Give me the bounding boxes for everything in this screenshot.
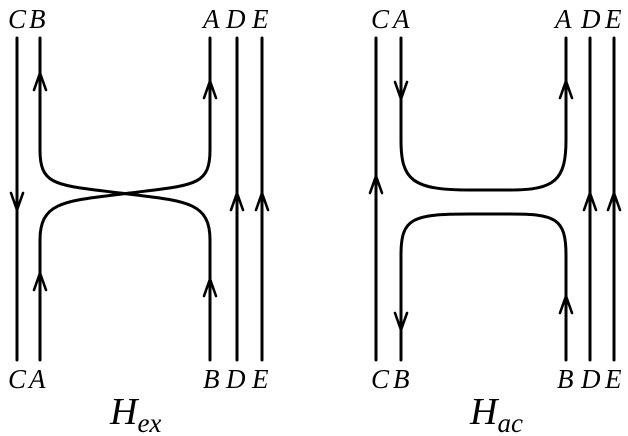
strand-b-cup (399, 212, 568, 362)
bottom-label-b: B (393, 364, 410, 394)
top-label-d: D (225, 4, 246, 34)
diagram-caption: Hex (109, 391, 161, 436)
bottom-label-a: A (27, 364, 46, 394)
arrow-up-icon (606, 191, 622, 212)
bottom-label-c: C (8, 364, 27, 394)
bottom-label-e: E (604, 364, 622, 394)
bottom-label-d: D (225, 364, 246, 394)
arrow-down-icon (393, 311, 409, 332)
caption-main: H (469, 391, 500, 433)
top-label-e: E (604, 4, 622, 34)
diagram-caption: Hac (469, 391, 523, 436)
top-label-d: D (580, 4, 601, 34)
arrow-up-icon (32, 271, 48, 292)
arrow-up-icon (368, 174, 384, 195)
strand-a-crossing (38, 36, 212, 362)
bottom-label-e: E (251, 364, 269, 394)
strand-b-crossing (38, 36, 212, 362)
arrow-up-icon (582, 191, 598, 212)
diagram-h-ex: C B A D E C A B D E Hex (8, 4, 270, 436)
caption-subscript: ac (497, 408, 523, 436)
top-label-c: C (8, 4, 27, 34)
arrow-down-icon (9, 191, 25, 212)
top-label-a-right: A (553, 4, 572, 34)
top-label-c: C (371, 4, 390, 34)
arrow-up-icon (202, 277, 218, 298)
arrow-up-icon (558, 294, 574, 315)
arrow-up-icon (254, 191, 270, 212)
caption-subscript: ex (137, 408, 161, 436)
bottom-label-d: D (580, 364, 601, 394)
arrow-up-icon (202, 79, 218, 100)
caption-main: H (109, 391, 140, 433)
diagram-h-ac: C A A D E C B B D E Hac (368, 4, 622, 436)
top-label-b: B (29, 4, 46, 34)
top-label-a: A (391, 4, 410, 34)
bottom-label-c: C (371, 364, 390, 394)
top-label-a: A (201, 4, 220, 34)
arrow-up-icon (32, 71, 48, 92)
arrow-up-icon (229, 191, 245, 212)
arrow-down-icon (393, 80, 409, 101)
bottom-label-b: B (203, 364, 220, 394)
top-label-e: E (251, 4, 269, 34)
strand-a-cap (399, 36, 568, 192)
arrow-up-icon (558, 79, 574, 100)
bottom-label-b-right: B (557, 364, 574, 394)
